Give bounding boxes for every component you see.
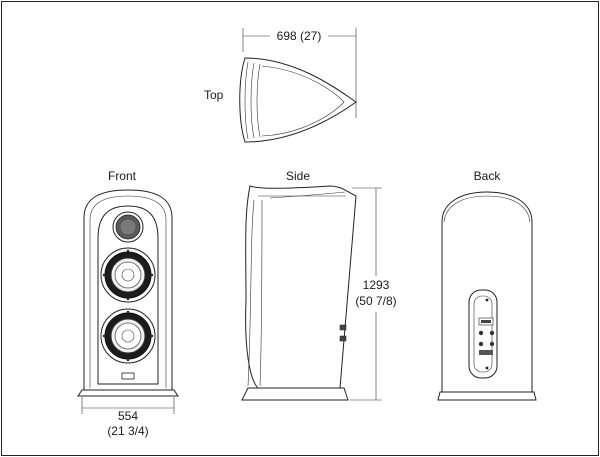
front-plinth [77, 389, 179, 397]
back-view-label: Back [474, 169, 502, 183]
side-terminal-bottom [339, 335, 347, 342]
front-cabinet-outline [83, 189, 173, 391]
front-view: Front [77, 169, 179, 438]
back-top-curve [443, 195, 531, 223]
terminal-post-2 [489, 330, 495, 336]
plate-screw-top [485, 298, 489, 302]
width-dimension-mm: 554 [118, 409, 138, 423]
terminal-strip [479, 350, 493, 355]
terminal-post-1 [478, 330, 484, 336]
terminal-post-3 [478, 341, 484, 347]
width-dimension-in: (21 3/4) [107, 424, 148, 438]
top-inner-contour [261, 65, 345, 137]
plate-screw-bottom [485, 366, 489, 370]
terminal-post-4 [489, 341, 495, 347]
lower-woofer [100, 308, 156, 364]
back-view: Back [437, 169, 537, 401]
tweeter [112, 211, 144, 243]
front-baffle [97, 205, 159, 385]
top-view: 698 (27) Top [204, 28, 357, 143]
back-plinth [437, 391, 537, 401]
terminal-plate [468, 289, 498, 379]
top-front-baffle-2 [250, 62, 255, 139]
side-view: Side 1293 (50 7/8) [241, 169, 397, 401]
side-plinth [241, 387, 349, 401]
side-front-edge [259, 199, 263, 387]
side-terminal-top [339, 324, 347, 331]
brand-badge-icon [121, 372, 135, 380]
terminal-plate-inner [473, 295, 493, 373]
top-front-baffle-1 [244, 61, 249, 140]
upper-woofer [100, 247, 156, 303]
front-cabinet-inner-edge [89, 195, 167, 388]
side-view-label: Side [286, 169, 310, 183]
back-cabinet-outline [441, 191, 533, 393]
top-front-baffle-3 [256, 63, 261, 138]
height-dimension-in: (50 7/8) [355, 294, 396, 308]
top-view-label: Top [204, 88, 224, 102]
depth-dimension-label: 698 (27) [277, 29, 322, 43]
height-dimension-mm: 1293 [363, 278, 390, 292]
top-body-outline [239, 57, 357, 143]
side-baffle-curve [247, 199, 255, 387]
front-view-label: Front [108, 169, 137, 183]
side-top-bevel [269, 191, 346, 199]
back-label-mark [481, 320, 491, 323]
